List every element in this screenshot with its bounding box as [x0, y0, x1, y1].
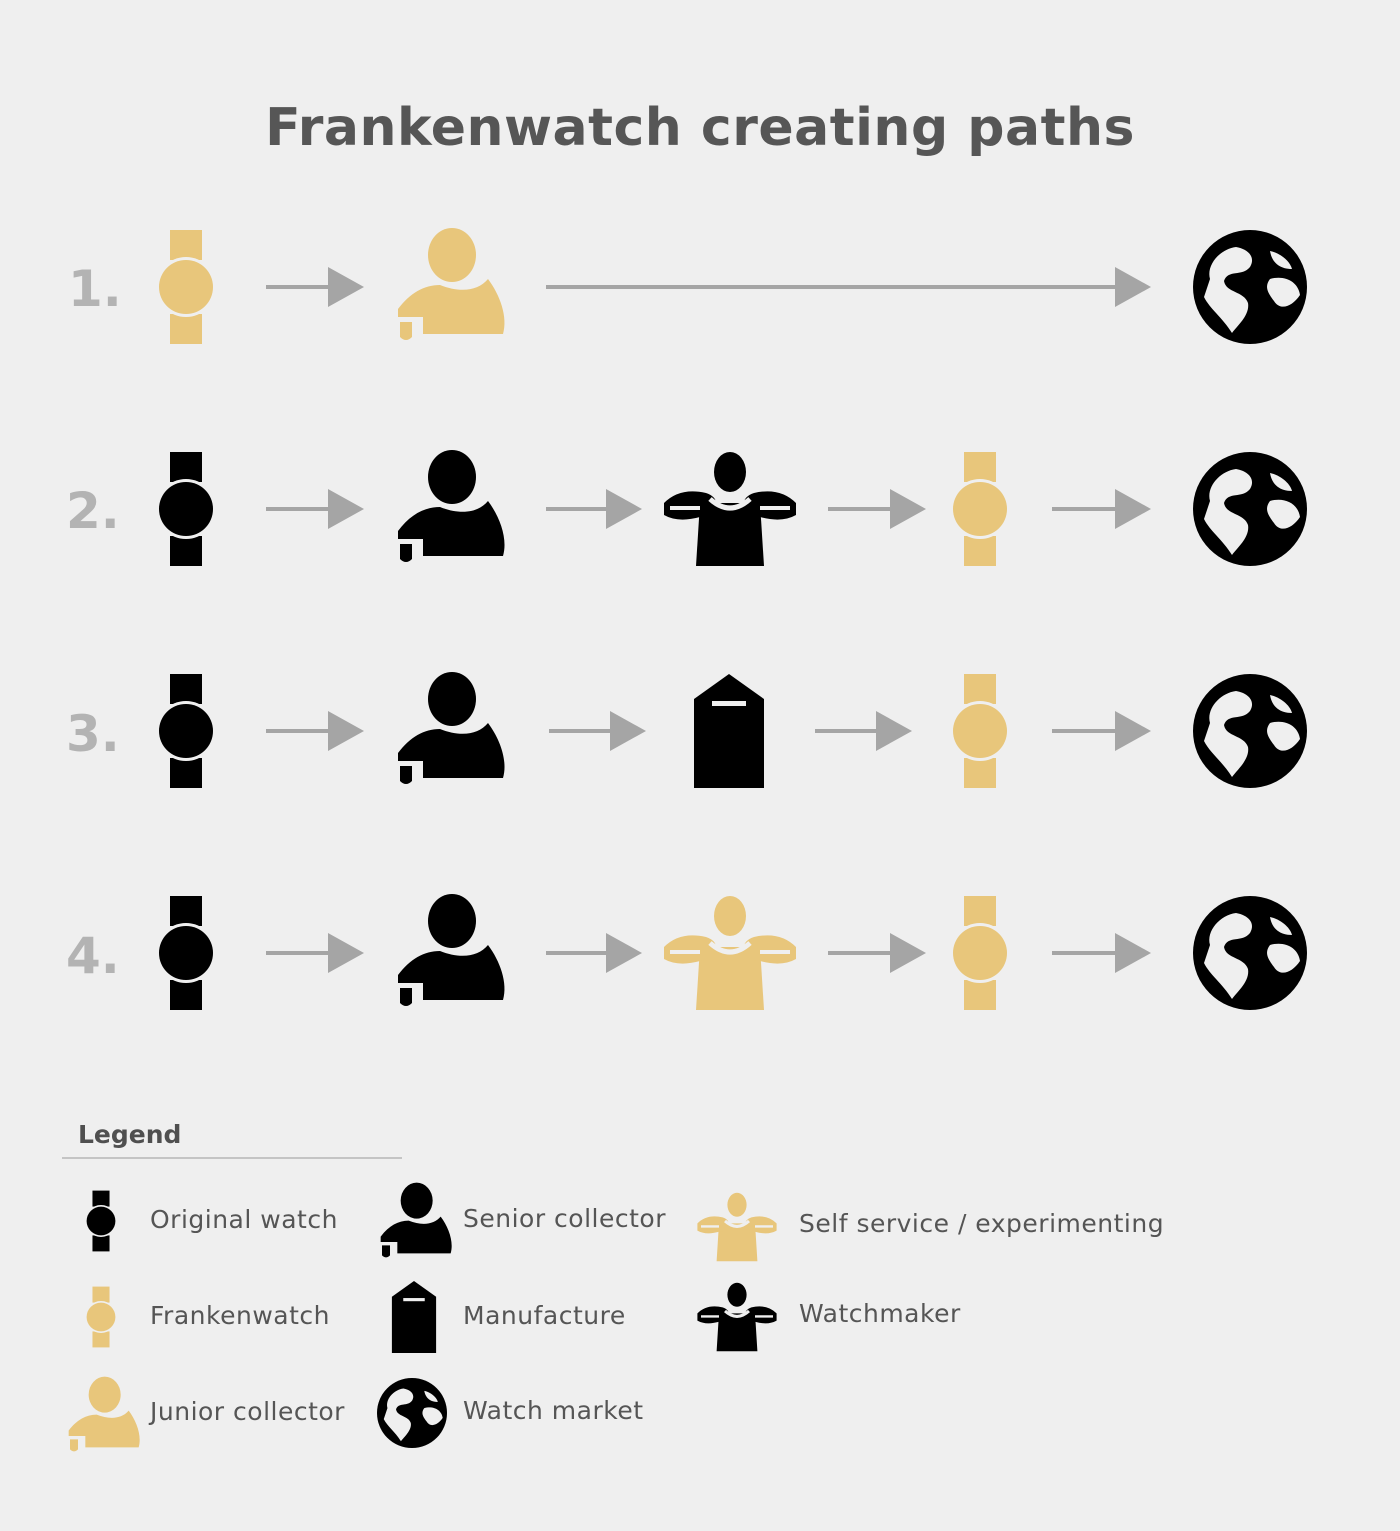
- frankenwatch-icon: [950, 452, 1010, 566]
- frankenwatch-icon: [85, 1286, 117, 1348]
- legend-label-original-watch: Original watch: [150, 1205, 338, 1234]
- original-watch-icon: [85, 1190, 117, 1252]
- path-number-4: 4.: [66, 927, 120, 985]
- self-service-icon: [664, 896, 796, 1010]
- diagram-title: Frankenwatch creating paths: [265, 98, 1135, 158]
- self-service-icon: [695, 1191, 779, 1263]
- senior-collector-icon: [380, 1182, 452, 1258]
- frankenwatch-icon: [950, 896, 1010, 1010]
- original-watch-icon: [156, 674, 216, 788]
- senior-collector-icon: [398, 894, 505, 1006]
- manufacture-icon: [391, 1281, 437, 1353]
- path-number-1: 1.: [68, 260, 122, 318]
- legend-label-self-service: Self service / experimenting: [799, 1209, 1165, 1238]
- legend-divider: [62, 1157, 402, 1159]
- path-number-2: 2.: [66, 482, 120, 540]
- path-number-3: 3.: [66, 705, 120, 763]
- frankenwatch-icon: [950, 674, 1010, 788]
- watch-market-icon: [1193, 896, 1307, 1010]
- path-row-3: [156, 672, 1307, 788]
- manufacture-icon: [694, 674, 764, 788]
- path-row-2: [156, 450, 1307, 566]
- legend-label-watchmaker: Watchmaker: [799, 1299, 961, 1328]
- legend-label-frankenwatch: Frankenwatch: [150, 1301, 330, 1330]
- senior-collector-icon: [398, 450, 505, 562]
- watch-market-icon: [377, 1378, 447, 1448]
- junior-collector-icon: [398, 228, 505, 340]
- frankenwatch-icon: [156, 230, 216, 344]
- legend-label-junior-collector: Junior collector: [150, 1397, 345, 1426]
- original-watch-icon: [156, 896, 216, 1010]
- path-row-1: [156, 228, 1307, 344]
- watch-market-icon: [1193, 230, 1307, 344]
- watch-market-icon: [1193, 452, 1307, 566]
- watch-market-icon: [1193, 674, 1307, 788]
- junior-collector-icon: [68, 1376, 140, 1452]
- path-row-4: [156, 894, 1307, 1010]
- legend-label-senior-collector: Senior collector: [463, 1204, 666, 1233]
- legend-label-watch-market: Watch market: [463, 1396, 644, 1425]
- legend-label-manufacture: Manufacture: [463, 1301, 626, 1330]
- legend-title: Legend: [78, 1120, 182, 1149]
- senior-collector-icon: [398, 672, 505, 784]
- watchmaker-icon: [695, 1281, 779, 1353]
- original-watch-icon: [156, 452, 216, 566]
- watchmaker-icon: [664, 452, 796, 566]
